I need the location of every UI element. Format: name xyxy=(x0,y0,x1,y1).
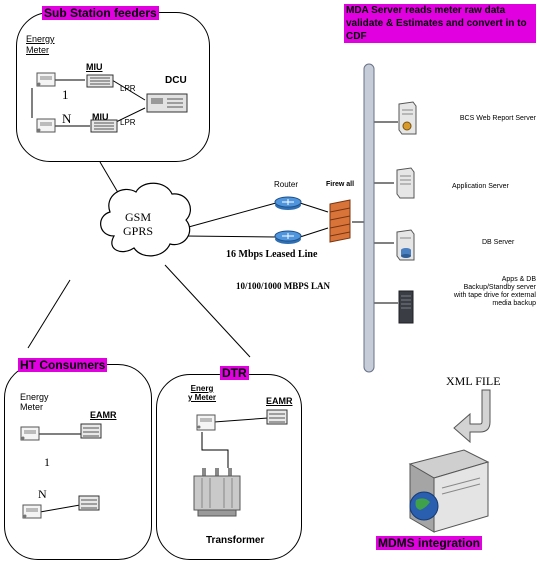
xml-file-label: XML FILE xyxy=(446,374,501,388)
firewall-icon xyxy=(326,198,354,249)
router-label: Router xyxy=(274,180,299,189)
dtr-energy-meter-label: Energ y Meter xyxy=(188,384,217,402)
server-label-application: Application Server xyxy=(452,183,509,190)
dtr-eamr-label: EAMR xyxy=(266,396,293,406)
miu-icon xyxy=(86,73,114,94)
mda-region-frame xyxy=(350,38,550,393)
eamr-icon xyxy=(80,422,102,445)
cloud-label-gprs: GPRS xyxy=(123,224,154,238)
leased-line-label: 16 Mbps Leased Line xyxy=(226,249,318,260)
server-icon xyxy=(394,228,416,267)
lpr-bottom-label: LPR xyxy=(120,118,136,127)
ht-energy-meter-label: Energy Meter xyxy=(20,392,49,412)
lan-label: 10/100/1000 MBPS LAN xyxy=(236,281,331,291)
substation-index-1: 1 xyxy=(62,87,69,102)
energy-meter-icon xyxy=(20,426,40,447)
server-label-backup: Apps & DB Backup/Standby server with tap… xyxy=(453,276,536,307)
ht-index-n: N xyxy=(38,487,47,501)
router-icon xyxy=(274,229,302,250)
mdms-server-icon xyxy=(394,448,492,539)
firewall-label: Firew all xyxy=(326,181,355,188)
ht-index-1: 1 xyxy=(44,455,50,469)
energy-meter-icon xyxy=(196,414,216,437)
miu-icon xyxy=(90,118,118,139)
xml-arrow-icon xyxy=(450,388,500,457)
substation-index-n: N xyxy=(62,111,72,126)
dcu-label: DCU xyxy=(165,75,187,86)
gsm-cloud-icon xyxy=(92,176,196,267)
energy-meter-icon xyxy=(36,72,56,93)
miu-top-label: MIU xyxy=(86,62,103,72)
transformer-icon xyxy=(190,466,244,525)
server-label-bcs: BCS Web Report Server xyxy=(459,115,536,122)
energy-meter-icon xyxy=(22,504,42,525)
server-icon xyxy=(398,290,414,329)
ht-eamr-label: EAMR xyxy=(90,410,117,420)
mdms-label: MDMS integration xyxy=(376,536,482,550)
ht-title: HT Consumers xyxy=(18,358,108,372)
transformer-label: Transformer xyxy=(206,535,265,546)
eamr-icon xyxy=(78,494,100,517)
server-icon xyxy=(394,166,416,205)
energy-meter-icon xyxy=(36,118,56,139)
eamr-icon xyxy=(266,408,288,431)
cloud-label-gsm: GSM xyxy=(125,210,152,224)
substation-title: Sub Station feeders xyxy=(42,6,159,20)
dtr-title: DTR xyxy=(220,366,249,380)
server-icon xyxy=(396,100,418,141)
network-bus xyxy=(363,62,375,379)
lpr-top-label: LPR xyxy=(120,84,136,93)
dcu-icon xyxy=(145,90,189,121)
server-label-db: DB Server xyxy=(482,239,515,246)
substation-energy-meter-label: Energy Meter xyxy=(26,34,55,55)
mda-title: MDA Server reads meter raw data validate… xyxy=(344,4,536,43)
miu-bottom-label: MIU xyxy=(92,112,109,122)
router-icon xyxy=(274,195,302,216)
